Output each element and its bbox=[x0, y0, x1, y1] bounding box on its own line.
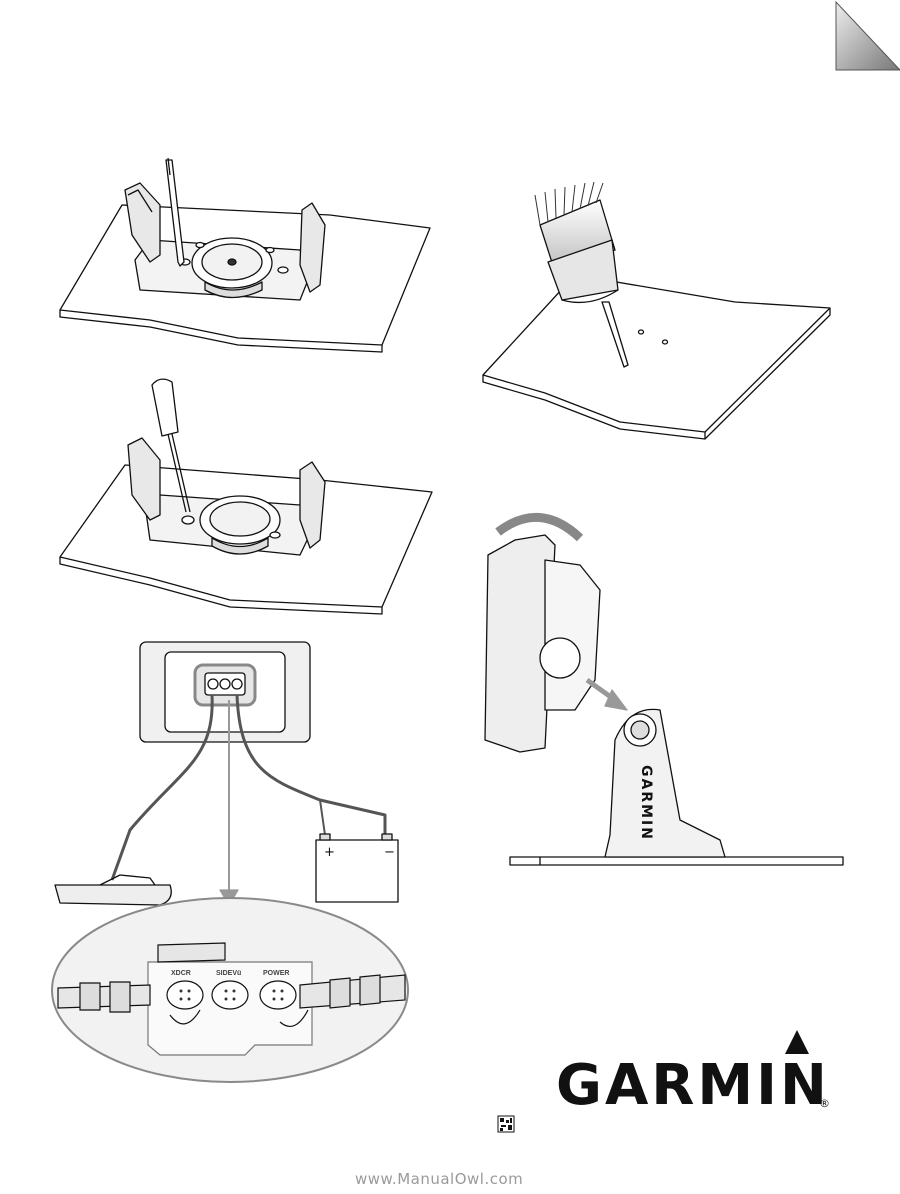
watermark-text: www.ManualOwl.com bbox=[355, 1170, 524, 1188]
port-label-power: POWER bbox=[263, 970, 289, 977]
battery-plus-label: + bbox=[324, 845, 335, 860]
mount-brand-lettering: GARMIN bbox=[638, 765, 654, 841]
battery-minus-label: − bbox=[384, 845, 395, 860]
garmin-logo: GARMIN bbox=[556, 1053, 830, 1118]
port-label-xdcr: XDCR bbox=[171, 970, 191, 977]
registered-mark: ® bbox=[819, 1097, 830, 1110]
port-label-sidevu: SIDEVü bbox=[216, 970, 241, 977]
